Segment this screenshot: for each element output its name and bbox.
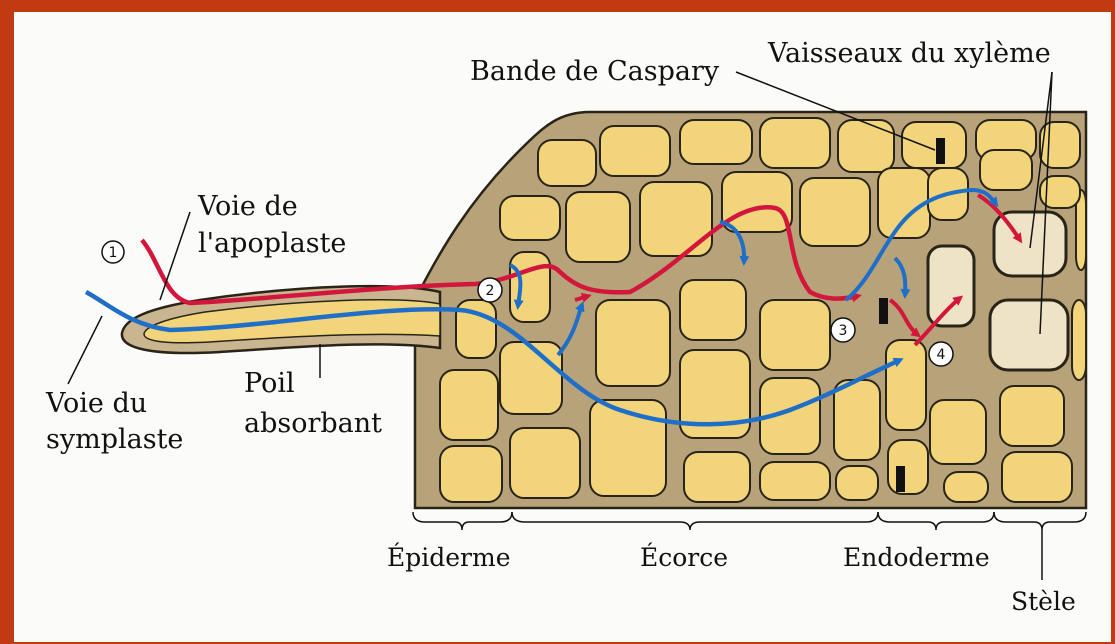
label-bande-caspary: Bande de Caspary (470, 56, 720, 87)
cell (600, 126, 670, 176)
cell (760, 300, 830, 370)
label-epiderme: Épiderme (387, 543, 511, 572)
cell (500, 196, 560, 240)
cell (566, 192, 630, 262)
label-stele: Stèle (1011, 587, 1076, 616)
xylem-vessel (928, 246, 974, 326)
label-voie-apoplaste-line2: l'apoplaste (198, 228, 346, 259)
cell (680, 120, 752, 164)
marker-1: 1 (102, 241, 124, 263)
cell (760, 462, 830, 500)
cell (800, 178, 870, 246)
xylem-vessel (990, 300, 1068, 370)
cell (836, 466, 878, 500)
label-endoderme: Endoderme (843, 543, 990, 572)
bracket-ecorce (512, 512, 878, 530)
cell (640, 182, 712, 256)
marker-3: 3 (831, 318, 855, 342)
casparian-strip (879, 298, 888, 324)
label-voie-symplaste-line2: symplaste (46, 424, 183, 455)
leader-line (160, 212, 190, 300)
cell (834, 380, 880, 460)
label-poil-line2: absorbant (244, 408, 382, 439)
cell (1002, 452, 1072, 502)
cell (1040, 122, 1080, 168)
cell (596, 300, 670, 386)
cell (510, 428, 580, 498)
bracket-stele (994, 512, 1086, 530)
label-vaisseaux-xyleme: Vaisseaux du xylème (767, 38, 1051, 69)
casparian-strip (896, 466, 905, 492)
svg-text:1: 1 (109, 245, 118, 261)
bracket-epiderme (413, 512, 512, 530)
label-voie-symplaste-line1: Voie du (45, 388, 147, 419)
marker-2: 2 (478, 278, 502, 302)
cell (538, 140, 596, 186)
label-poil-line1: Poil (244, 368, 295, 399)
cell (902, 122, 966, 168)
cell (944, 472, 988, 502)
marker-4: 4 (929, 342, 953, 366)
label-ecorce: Écorce (640, 543, 728, 572)
cell (760, 118, 830, 168)
cell (1072, 300, 1086, 380)
svg-text:4: 4 (937, 347, 946, 363)
cell (838, 120, 894, 172)
svg-text:2: 2 (486, 283, 495, 299)
cell (680, 280, 746, 340)
cell (440, 370, 498, 440)
leader-line (68, 316, 102, 384)
bracket-endoderme (878, 512, 994, 530)
cell (500, 342, 562, 414)
label-voie-apoplaste-line1: Voie de (197, 191, 298, 222)
cell (930, 400, 986, 464)
svg-text:3: 3 (839, 323, 848, 339)
cell (440, 446, 502, 502)
cell (510, 252, 550, 322)
cell (980, 150, 1032, 190)
casparian-strip (936, 138, 945, 164)
cell (684, 452, 750, 502)
cell (886, 340, 926, 430)
cell (722, 172, 792, 232)
cell (888, 440, 928, 494)
cell (1000, 386, 1064, 446)
